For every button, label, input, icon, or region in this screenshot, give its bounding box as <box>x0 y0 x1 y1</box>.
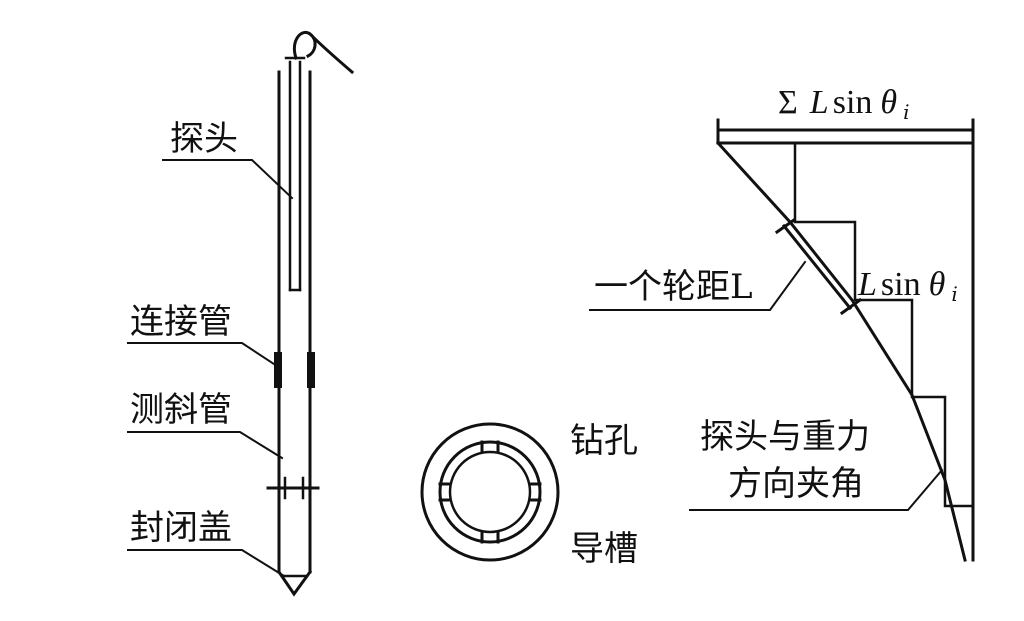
borehole-section <box>420 422 560 562</box>
leader-pipe <box>127 431 284 460</box>
hook-icon <box>293 31 355 75</box>
groove-left <box>438 482 452 502</box>
end-cap-shape <box>276 569 313 597</box>
label-angle-line2: 方向夹角 <box>728 464 864 504</box>
groove-top <box>480 440 500 454</box>
borehole-circle <box>420 422 560 562</box>
label-guide-groove: 导槽 <box>570 529 638 569</box>
top-formula: Σ L sin θ i <box>778 84 910 124</box>
label-inclinometer-pipe: 测斜管 <box>130 390 232 430</box>
leader-connector <box>127 342 282 370</box>
connector-sleeve-left <box>274 352 282 388</box>
leader-probe <box>162 159 294 200</box>
staircase <box>793 141 975 508</box>
pipe-inner-circle <box>448 450 532 534</box>
leader-cap <box>127 549 286 578</box>
deflected-axis <box>715 140 967 562</box>
label-wheelbase: 一个轮距L <box>594 267 753 307</box>
left-leaders <box>127 159 294 578</box>
probe-segment-outer <box>781 223 853 311</box>
probe-end-top <box>774 217 797 235</box>
step-formula: L sin θ i <box>857 266 958 306</box>
label-angle: 探头与重力 <box>700 417 870 457</box>
pipe-outer-circle <box>438 440 542 544</box>
label-borehole: 钻孔 <box>570 421 638 461</box>
displacement-diagram <box>715 118 975 562</box>
probe-assembly <box>266 31 355 597</box>
label-probe: 探头 <box>170 119 238 159</box>
leader-wheelbase <box>589 260 807 311</box>
label-end-cap: 封闭盖 <box>130 508 232 548</box>
label-connector-pipe: 连接管 <box>130 302 232 342</box>
groove-right <box>528 482 542 502</box>
probe-end-bottom <box>839 297 863 316</box>
groove-bottom <box>480 530 500 544</box>
connector-sleeve-right <box>307 352 315 388</box>
leader-angle <box>689 468 944 511</box>
